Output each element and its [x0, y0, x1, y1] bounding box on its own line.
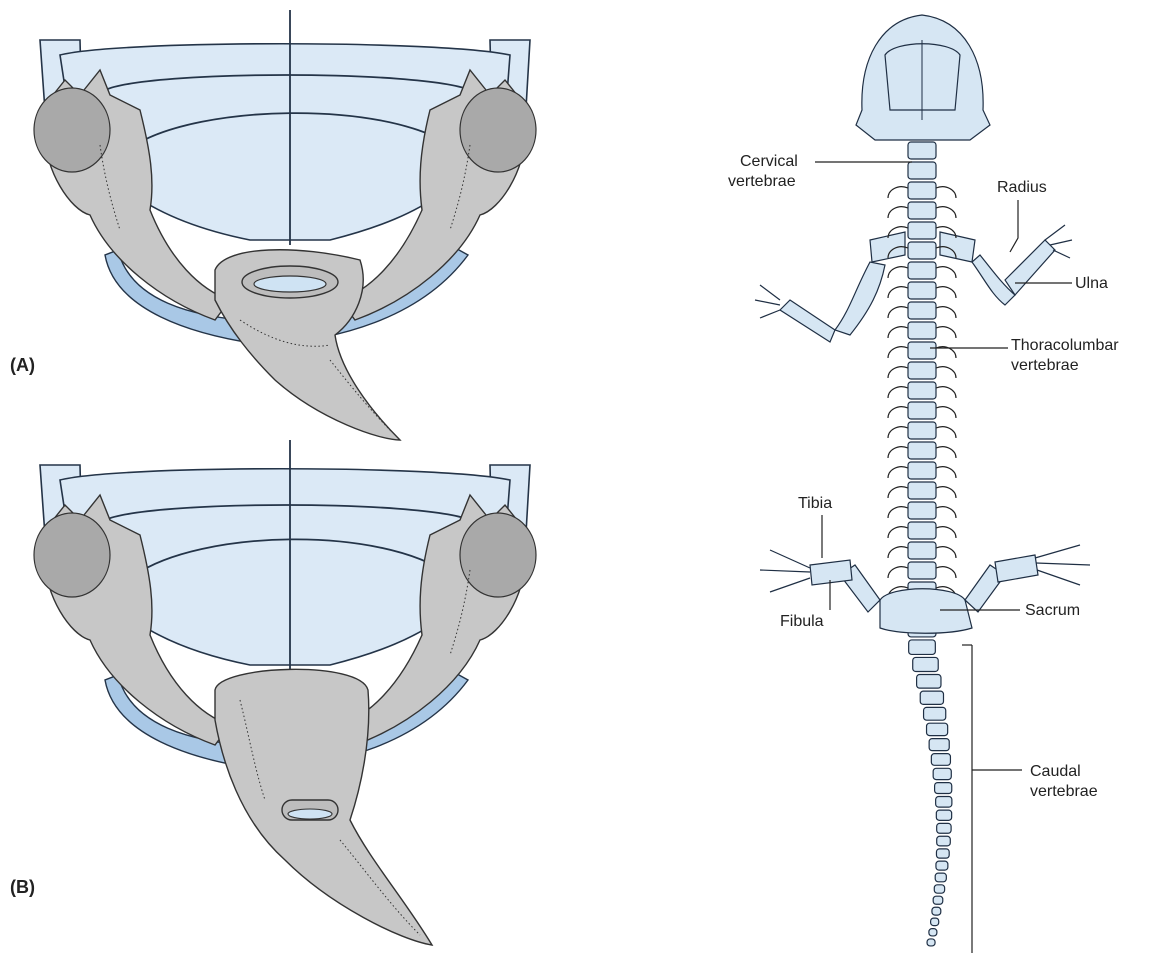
radius-leader [1010, 200, 1018, 252]
vertebra [908, 422, 936, 439]
vertebra [936, 810, 951, 820]
label-radius: Radius [997, 179, 1047, 196]
vertebra [937, 836, 951, 846]
vertebra [908, 522, 936, 539]
vertebra [908, 342, 936, 359]
label-ulna: Ulna [1075, 275, 1108, 292]
vertebra [931, 754, 950, 766]
label-caudal-line2: vertebrae [1030, 783, 1098, 800]
vertebra [908, 302, 936, 319]
vertebra [927, 723, 948, 735]
vertebra [920, 691, 943, 704]
label-thoracolumbar-line2: vertebrae [1011, 357, 1079, 374]
vertebra [936, 861, 948, 870]
label-thoracolumbar-line1: Thoracolumbar [1011, 337, 1119, 354]
vertebra [908, 282, 936, 299]
vertebra [908, 562, 936, 579]
vertebra [908, 262, 936, 279]
vertebra [908, 382, 936, 399]
vertebra [908, 182, 936, 199]
label-sacrum: Sacrum [1025, 602, 1080, 619]
label-cervical-line2: vertebrae [728, 173, 796, 190]
vertebra [908, 482, 936, 499]
turtle-tail-drawing-a [34, 10, 536, 440]
vertebra [933, 896, 943, 904]
vertebra [927, 939, 935, 946]
vertebra [935, 783, 952, 794]
salamander-skeleton-drawing [755, 15, 1090, 946]
label-fibula: Fibula [780, 613, 824, 630]
vertebra [908, 462, 936, 479]
vertebra [936, 797, 952, 808]
vertebra [935, 873, 946, 882]
vertebra [937, 823, 951, 833]
label-cervical-line1: Cervical [740, 153, 798, 170]
vertebra [913, 657, 939, 671]
vertebra [908, 362, 936, 379]
label-caudal-line1: Caudal [1030, 763, 1081, 780]
vertebra [908, 542, 936, 559]
panel-a-label: (A) [10, 355, 35, 375]
vertebra [917, 675, 941, 689]
vertebra [929, 739, 949, 751]
vertebra [908, 222, 936, 239]
vertebral-column [888, 142, 956, 946]
vertebra [908, 242, 936, 259]
vertebra [933, 768, 951, 779]
vertebra [908, 442, 936, 459]
panel-b-label: (B) [10, 877, 35, 897]
label-tibia: Tibia [798, 495, 832, 512]
vertebra [908, 162, 936, 179]
vertebra [908, 502, 936, 519]
vertebra [908, 402, 936, 419]
turtle-tail-drawing-b [34, 440, 536, 945]
vertebra [908, 142, 936, 159]
vertebra [908, 322, 936, 339]
vertebra [909, 640, 936, 655]
vertebra [908, 202, 936, 219]
vertebra [936, 849, 949, 858]
vertebra [929, 929, 937, 936]
vertebra [924, 707, 946, 720]
vertebra [931, 918, 939, 926]
vertebra [934, 885, 944, 893]
vertebra [932, 907, 941, 915]
